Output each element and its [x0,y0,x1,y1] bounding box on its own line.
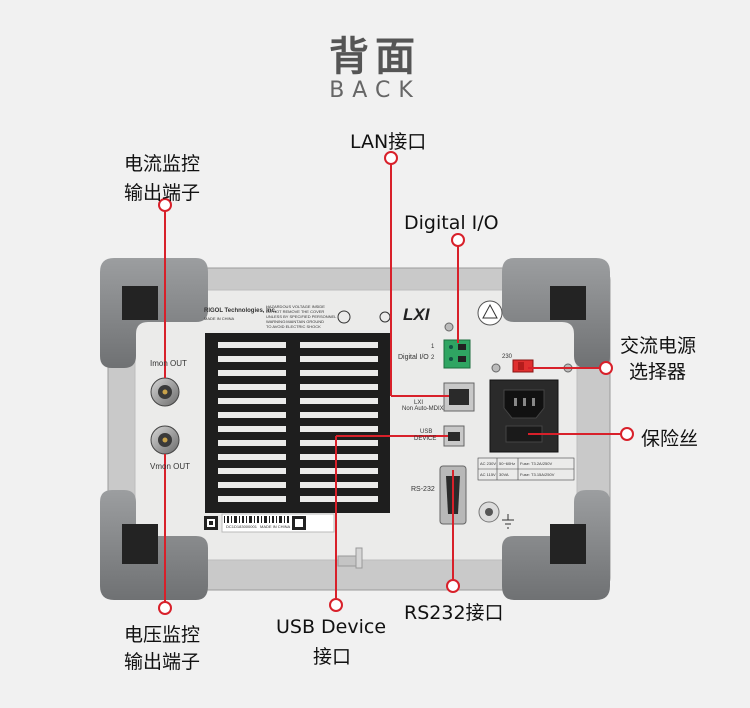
lxi-logo: LXI [403,305,430,324]
warning-line: WARNING:MAINTAIN GROUND [266,319,324,324]
dio-pin-label: 2 [431,355,435,361]
ground-terminal [478,501,514,529]
ac-power-inlet [489,379,559,453]
digital-io-panel-label: Digital I/O [398,354,429,361]
imon-bnc-connector [150,377,180,407]
callout-current-monitor-line1: 电流监控 [124,153,201,175]
usb-panel-label: USB [420,429,433,435]
barcode-label [204,513,335,533]
callout-lan: LAN接口 [350,131,427,153]
brand-text: RIGOL Technologies, Inc. [204,308,277,314]
callout-fuse: 保险丝 [641,428,699,450]
vmon-label: Vmon OUT [150,462,191,471]
rating-cell: Fuse: T3.15A/250V [520,472,555,477]
bumper-top-right [502,258,610,368]
callout-rs232: RS232接口 [404,602,504,624]
imon-label: Imon OUT [150,359,187,368]
lock-slot [355,547,363,569]
warning-text-block: HAZARDOUS VOLTAGE INSIDE DO NOT REMOVE T… [266,304,336,329]
bumper-bottom-right [502,490,610,600]
voltage-selector-switch [512,359,534,373]
bumper-bottom-left [100,490,208,600]
rating-cell: AC 115V [480,472,496,477]
rating-cell: 30VA [499,472,509,477]
rating-cell: Fuse: T3.2A/250V [520,461,553,466]
lan-panel-sublabel: Non Auto-MDIX [402,406,444,412]
callout-digital-io: Digital I/O [404,212,499,234]
digital-io-terminal [443,339,471,369]
warning-triangle-icon [477,300,503,326]
vent-grille [205,333,390,513]
serial-made-in: MADE IN CHINA [260,524,291,529]
rating-table [477,457,575,481]
rating-cell: 50~60Hz [499,461,516,466]
serial-number: DC1D183000001 [226,524,257,529]
callout-lines [164,158,627,608]
rating-cell: AC 230V [480,461,497,466]
callout-voltage-monitor-line2: 输出端子 [124,651,201,673]
screw [444,322,454,332]
screw [491,363,501,373]
warning-line: UNLESS BY SPECIFIED PERSONNEL [266,314,337,319]
callout-ac-selector-line1: 交流电源 [620,335,697,357]
page-subtitle: BACK [329,78,421,103]
callout-usb-device-line2: 接口 [313,646,352,668]
usb-panel-sublabel: DEVICE [414,436,437,442]
warning-line: HAZARDOUS VOLTAGE INSIDE [266,304,325,309]
callout-voltage-monitor-line1: 电压监控 [124,624,201,646]
callout-ac-selector-line2: 选择器 [629,361,687,383]
brand-made-in: MADE IN CHINA [204,316,235,321]
callout-markers [158,151,634,615]
warning-line: TO AVOID ELECTRIC SHOCK [266,324,321,329]
callout-current-monitor-line2: 输出端子 [124,182,201,204]
lan-panel-label: LXI [414,400,424,406]
voltage-switch-label: 230 [502,354,513,360]
bumper-top-left [100,258,208,368]
vmon-bnc-connector [150,425,180,455]
page-title: 背面 [329,34,421,80]
callout-usb-device-line1: USB Device [276,616,387,638]
warning-line: DO NOT REMOVE THE COVER [266,309,325,314]
dio-pin-label: 1 [431,344,435,350]
rs232-panel-label: RS-232 [411,486,435,493]
